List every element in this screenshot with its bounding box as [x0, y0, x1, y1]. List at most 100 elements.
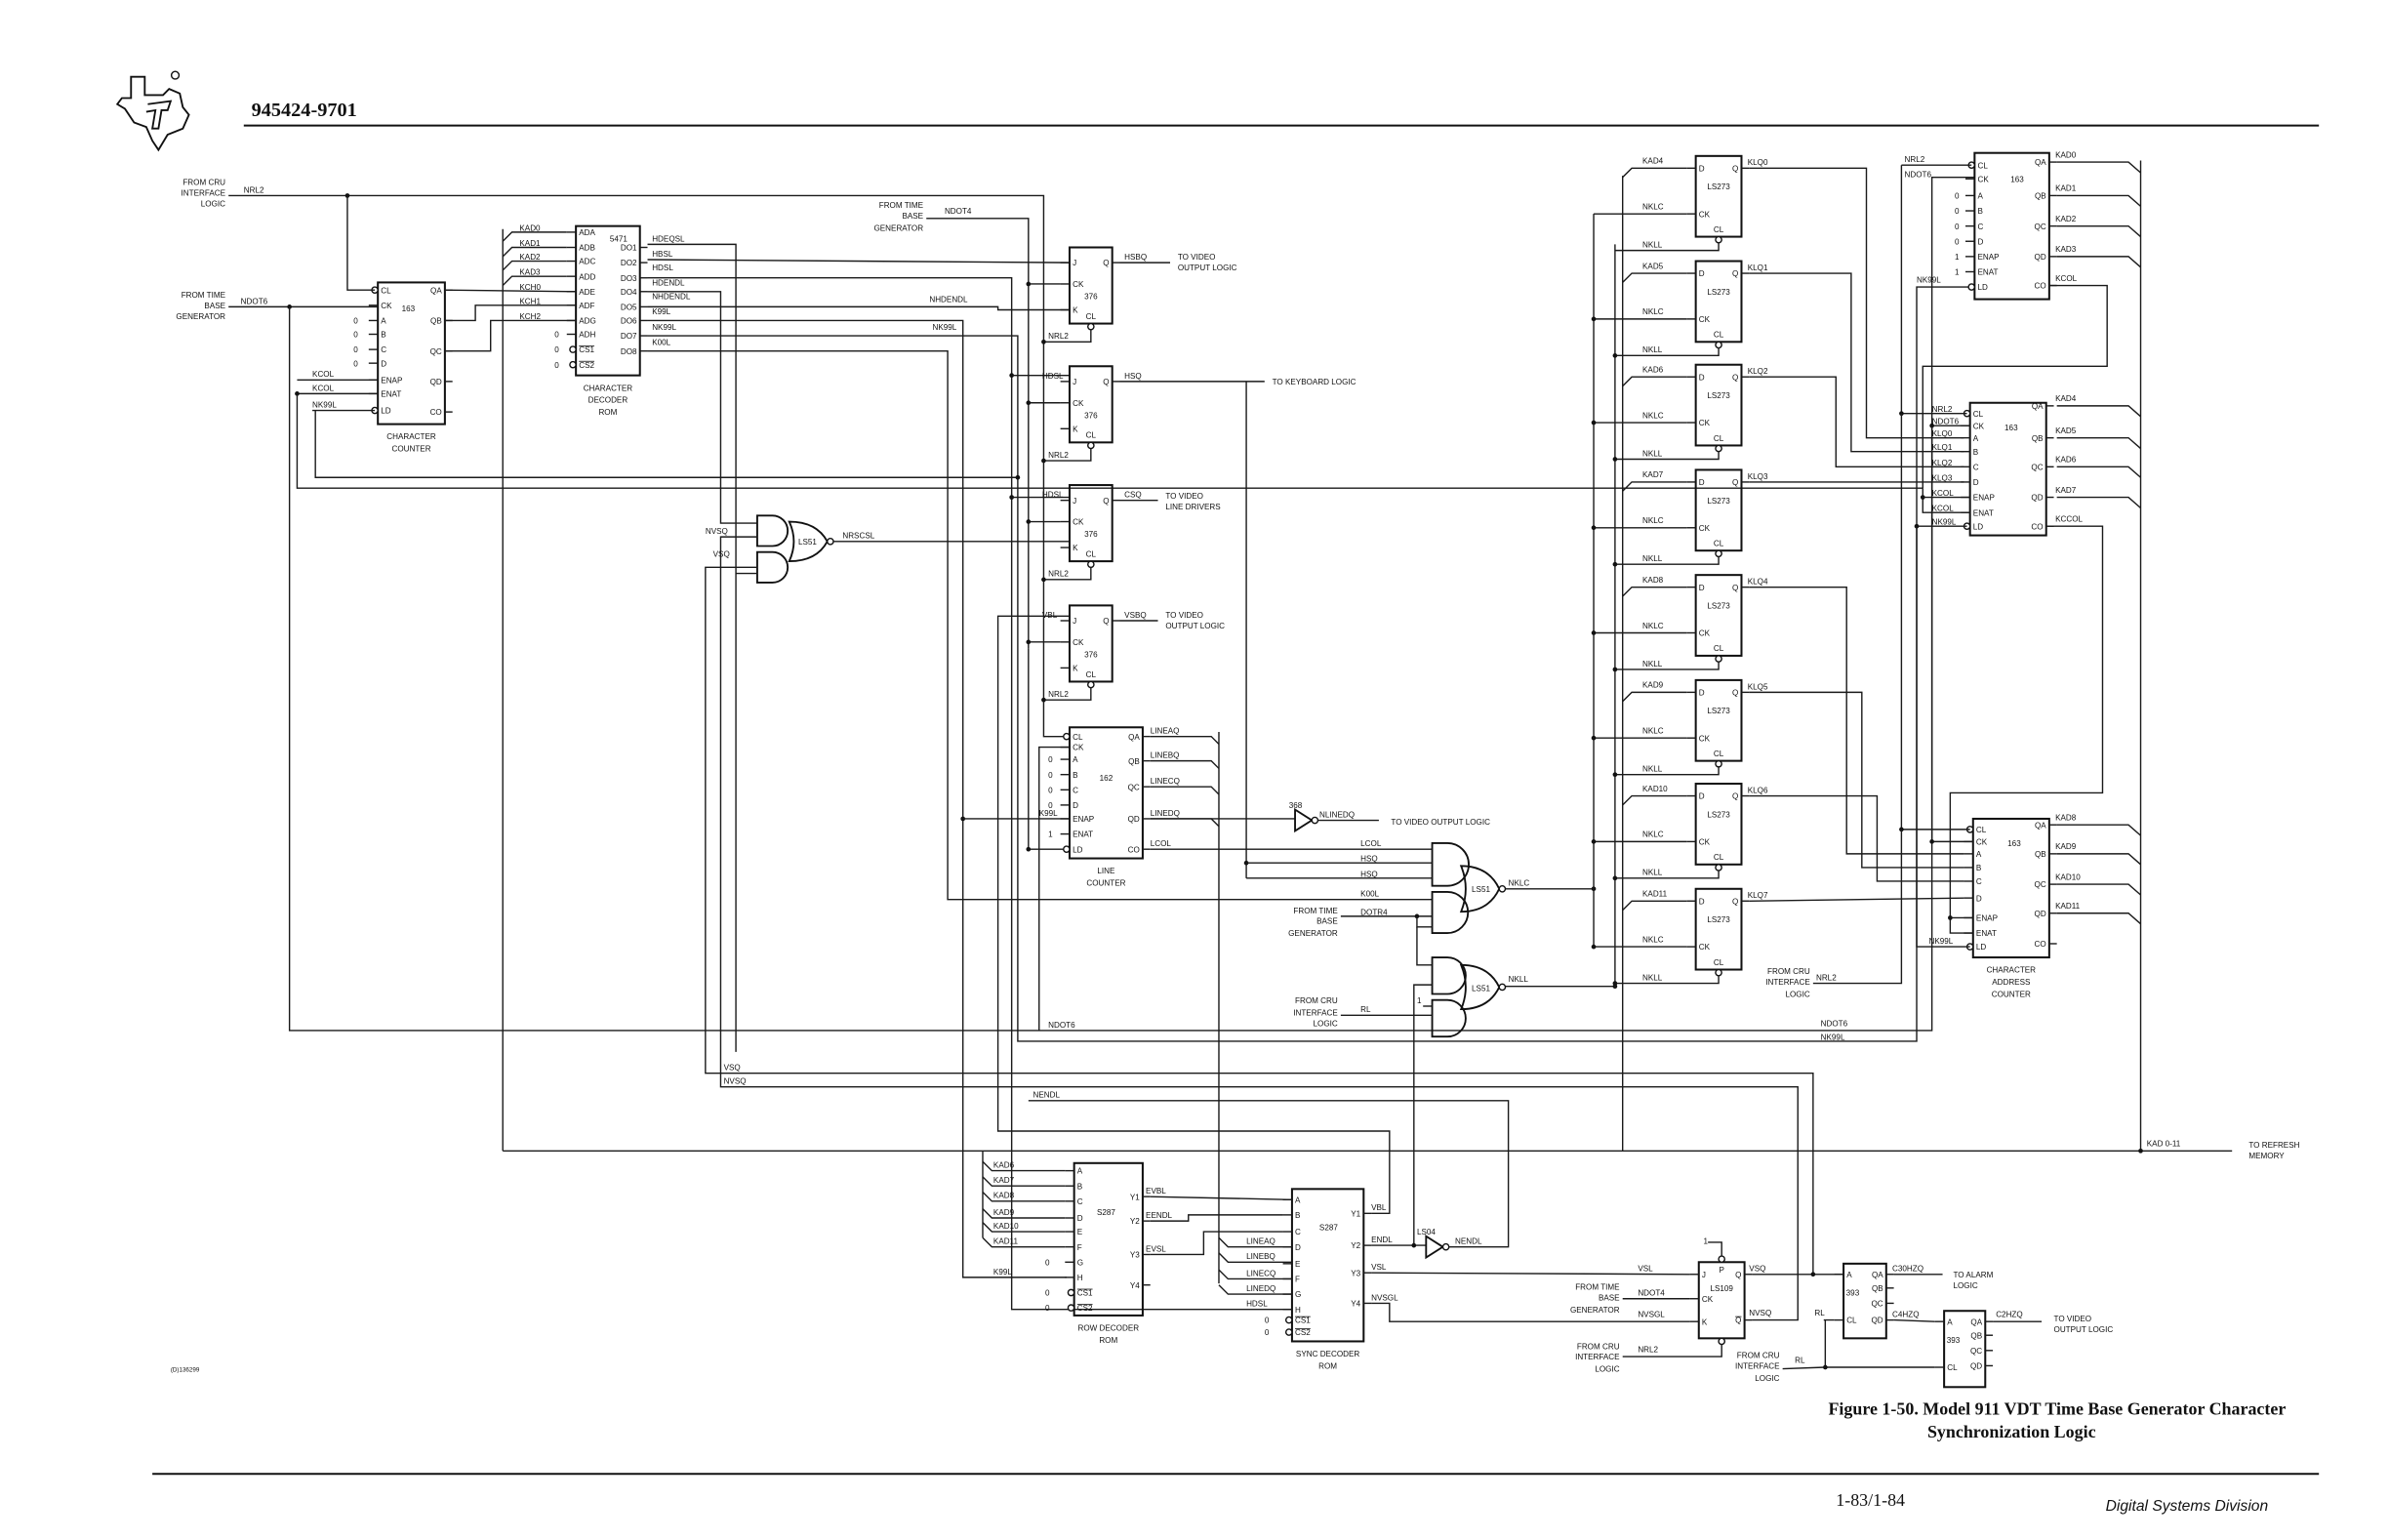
ti-logo	[115, 70, 190, 152]
row_rom-caption-1-label: ROM	[1099, 1336, 1117, 1345]
pin_sets-s287-in-7-label: H	[1295, 1306, 1301, 1315]
sources-cru-1-label: INTERFACE	[1735, 1362, 1780, 1371]
pin_sets-counter-in-5-label: D	[381, 359, 386, 368]
nklc_gate-inputs-2-label: HSQ	[1360, 870, 1378, 878]
pin_sets-s287-out-2-label: Y3	[1130, 1251, 1140, 1260]
pin_sets-counter-in-6-label: ENAP	[1976, 914, 1998, 923]
pin_sets-counter-out-0-label: QA	[2035, 821, 2046, 830]
wire	[982, 1222, 1066, 1233]
pin_sets-ff376-bottom-label: CL	[1086, 431, 1097, 440]
inversion-bubble	[1067, 1304, 1075, 1312]
pin_sets-s287-out-3-label: Y4	[1130, 1281, 1140, 1290]
pin_sets-ff376-bottom-label: CL	[1086, 549, 1097, 558]
flipflops-3-clear-label: NRL2	[1048, 690, 1069, 699]
pin_sets-ff376-in-1-label: CK	[1073, 518, 1084, 527]
pin_sets-counter-out-1-label: QB	[430, 317, 442, 326]
sync_rom-inputs-3-label: LINEDQ	[1246, 1284, 1275, 1293]
junction-dot	[1041, 458, 1046, 464]
sources-tbg-0-label: FROM TIME	[182, 291, 226, 300]
wire	[1622, 691, 1687, 703]
sources-tbg-1-label: BASE	[902, 212, 923, 221]
bus_labels-ndot4_top-label: NDOT4	[945, 207, 972, 216]
inversion-bubble	[1284, 1328, 1293, 1336]
wire	[1150, 1231, 1283, 1256]
pin_sets-counter-in-2-label: A	[1073, 755, 1078, 764]
wire	[1812, 829, 1903, 985]
wire	[502, 275, 567, 287]
wire	[2056, 824, 2141, 836]
wire	[996, 615, 1391, 1215]
wire	[647, 319, 1067, 1278]
pin_sets-ls273-in-0-label: D	[1699, 373, 1705, 382]
pin_sets-counter-in-4-label: C	[1976, 877, 1982, 886]
const-one-label: 1	[1703, 1237, 1708, 1246]
latches-2-q-label: KLQ2	[1748, 367, 1768, 376]
pin_sets-counter-out-2-label: QC	[2031, 463, 2043, 471]
addr_counters-1-part-label: 163	[2004, 424, 2018, 432]
flipflops-1-j_in-label: HDSL	[1042, 372, 1064, 381]
wire	[1416, 915, 1433, 928]
sync_rom-caption-1-label: ROM	[1318, 1362, 1337, 1371]
pin_sets-ls273-bottom-label: CL	[1714, 750, 1724, 758]
pin_sets-counter-in-4-label: C	[1977, 223, 1983, 231]
line_counter-part-label: 162	[1100, 774, 1114, 783]
divider-393-2-body	[1943, 1310, 1987, 1389]
sources-cru-0-label: FROM CRU	[182, 178, 225, 186]
pin_sets-counter-in-0-label: CL	[1073, 733, 1083, 742]
junction-dot	[1612, 353, 1618, 358]
const-zero-label: 0	[1955, 237, 1960, 246]
pin_sets-c393-out-0-label: QA	[1970, 1317, 1982, 1326]
decoder_rom-outputs-3-label: HDENDL	[652, 279, 685, 288]
pin_sets-r5471-out-3-label: DO4	[621, 288, 637, 297]
pin_sets-ls273-out-0-label: Q	[1732, 584, 1738, 592]
junction-dot	[1612, 561, 1618, 567]
junction-dot	[1612, 981, 1618, 986]
const-zero-label: 0	[1265, 1317, 1270, 1325]
divider-393-1-body	[1842, 1262, 1887, 1340]
wire	[647, 291, 757, 524]
sources-cru-1-label: INTERFACE	[1293, 1008, 1338, 1017]
nklc_gate-inputs-1-label: HSQ	[1360, 855, 1378, 864]
pin_sets-counter-out-3-label: QD	[2031, 494, 2043, 503]
pin_sets-s287-in-4-label: E	[1295, 1260, 1301, 1269]
destinations-alarm-1-label: LOGIC	[1953, 1281, 1977, 1290]
pin_sets-counter-out-3-label: QD	[430, 378, 442, 386]
destinations-video_output_single-label: TO VIDEO OUTPUT LOGIC	[1391, 818, 1490, 827]
destinations-alarm-0-label: TO ALARM	[1953, 1271, 1993, 1279]
pin_sets-ls273-in-1-label: CK	[1699, 524, 1711, 533]
latches-2-d-label: KAD6	[1642, 366, 1664, 375]
pin_sets-counter-in-3-label: B	[1973, 448, 1978, 457]
pin_sets-c393-out-0-label: QA	[1872, 1271, 1883, 1279]
inversion-bubble	[1715, 341, 1722, 349]
wire	[1038, 746, 1070, 1031]
pin_sets-counter-in-3-label: B	[381, 331, 385, 340]
addr_counters-2-nrl2-label: NRL2	[1816, 973, 1837, 982]
char_counter-signals-kcol2-label: KCOL	[312, 384, 335, 392]
junction-dot	[1041, 697, 1046, 703]
address-counter-2	[1968, 401, 2047, 537]
pin_sets-ff376-in-2-label: K	[1073, 665, 1078, 673]
doc-number: 945424-9701	[252, 100, 357, 121]
junction-dot	[1026, 281, 1032, 287]
decoder_rom-part-label: 5471	[610, 234, 628, 243]
wire	[647, 259, 1070, 263]
wire	[1043, 687, 1092, 701]
pin_sets-ls273-in-0-label: D	[1699, 897, 1705, 906]
pin_sets-ls109-out-1-label: Q	[1735, 1317, 1741, 1325]
decoder_rom-outputs-4-label: NHDENDL	[652, 293, 691, 302]
wire	[1622, 900, 1687, 912]
pin_sets-ls109-top-label: P	[1719, 1266, 1723, 1275]
pin_sets-ff376-in-2-label: K	[1073, 425, 1078, 433]
pin_sets-counter-in-3-label: B	[1976, 864, 1981, 872]
flipflops-3-part-label: 376	[1084, 650, 1098, 659]
division-name: Digital Systems Division	[2106, 1498, 2269, 1515]
wire	[444, 319, 577, 352]
nkll_gate-inputs-0-label: RL	[1360, 1005, 1371, 1014]
latches-5-d-label: KAD9	[1642, 681, 1664, 690]
char_counter-signals-kcol1-label: KCOL	[312, 370, 335, 379]
row-decoder-rom-body	[1073, 1161, 1144, 1317]
destinations-video_output-1-label: OUTPUT LOGIC	[2054, 1325, 2114, 1334]
wire	[1371, 1272, 1690, 1276]
pin_sets-counter-in-6-label: ENAP	[1973, 494, 1995, 503]
char_counter-signals-ndot6-label: NDOT6	[241, 297, 268, 305]
